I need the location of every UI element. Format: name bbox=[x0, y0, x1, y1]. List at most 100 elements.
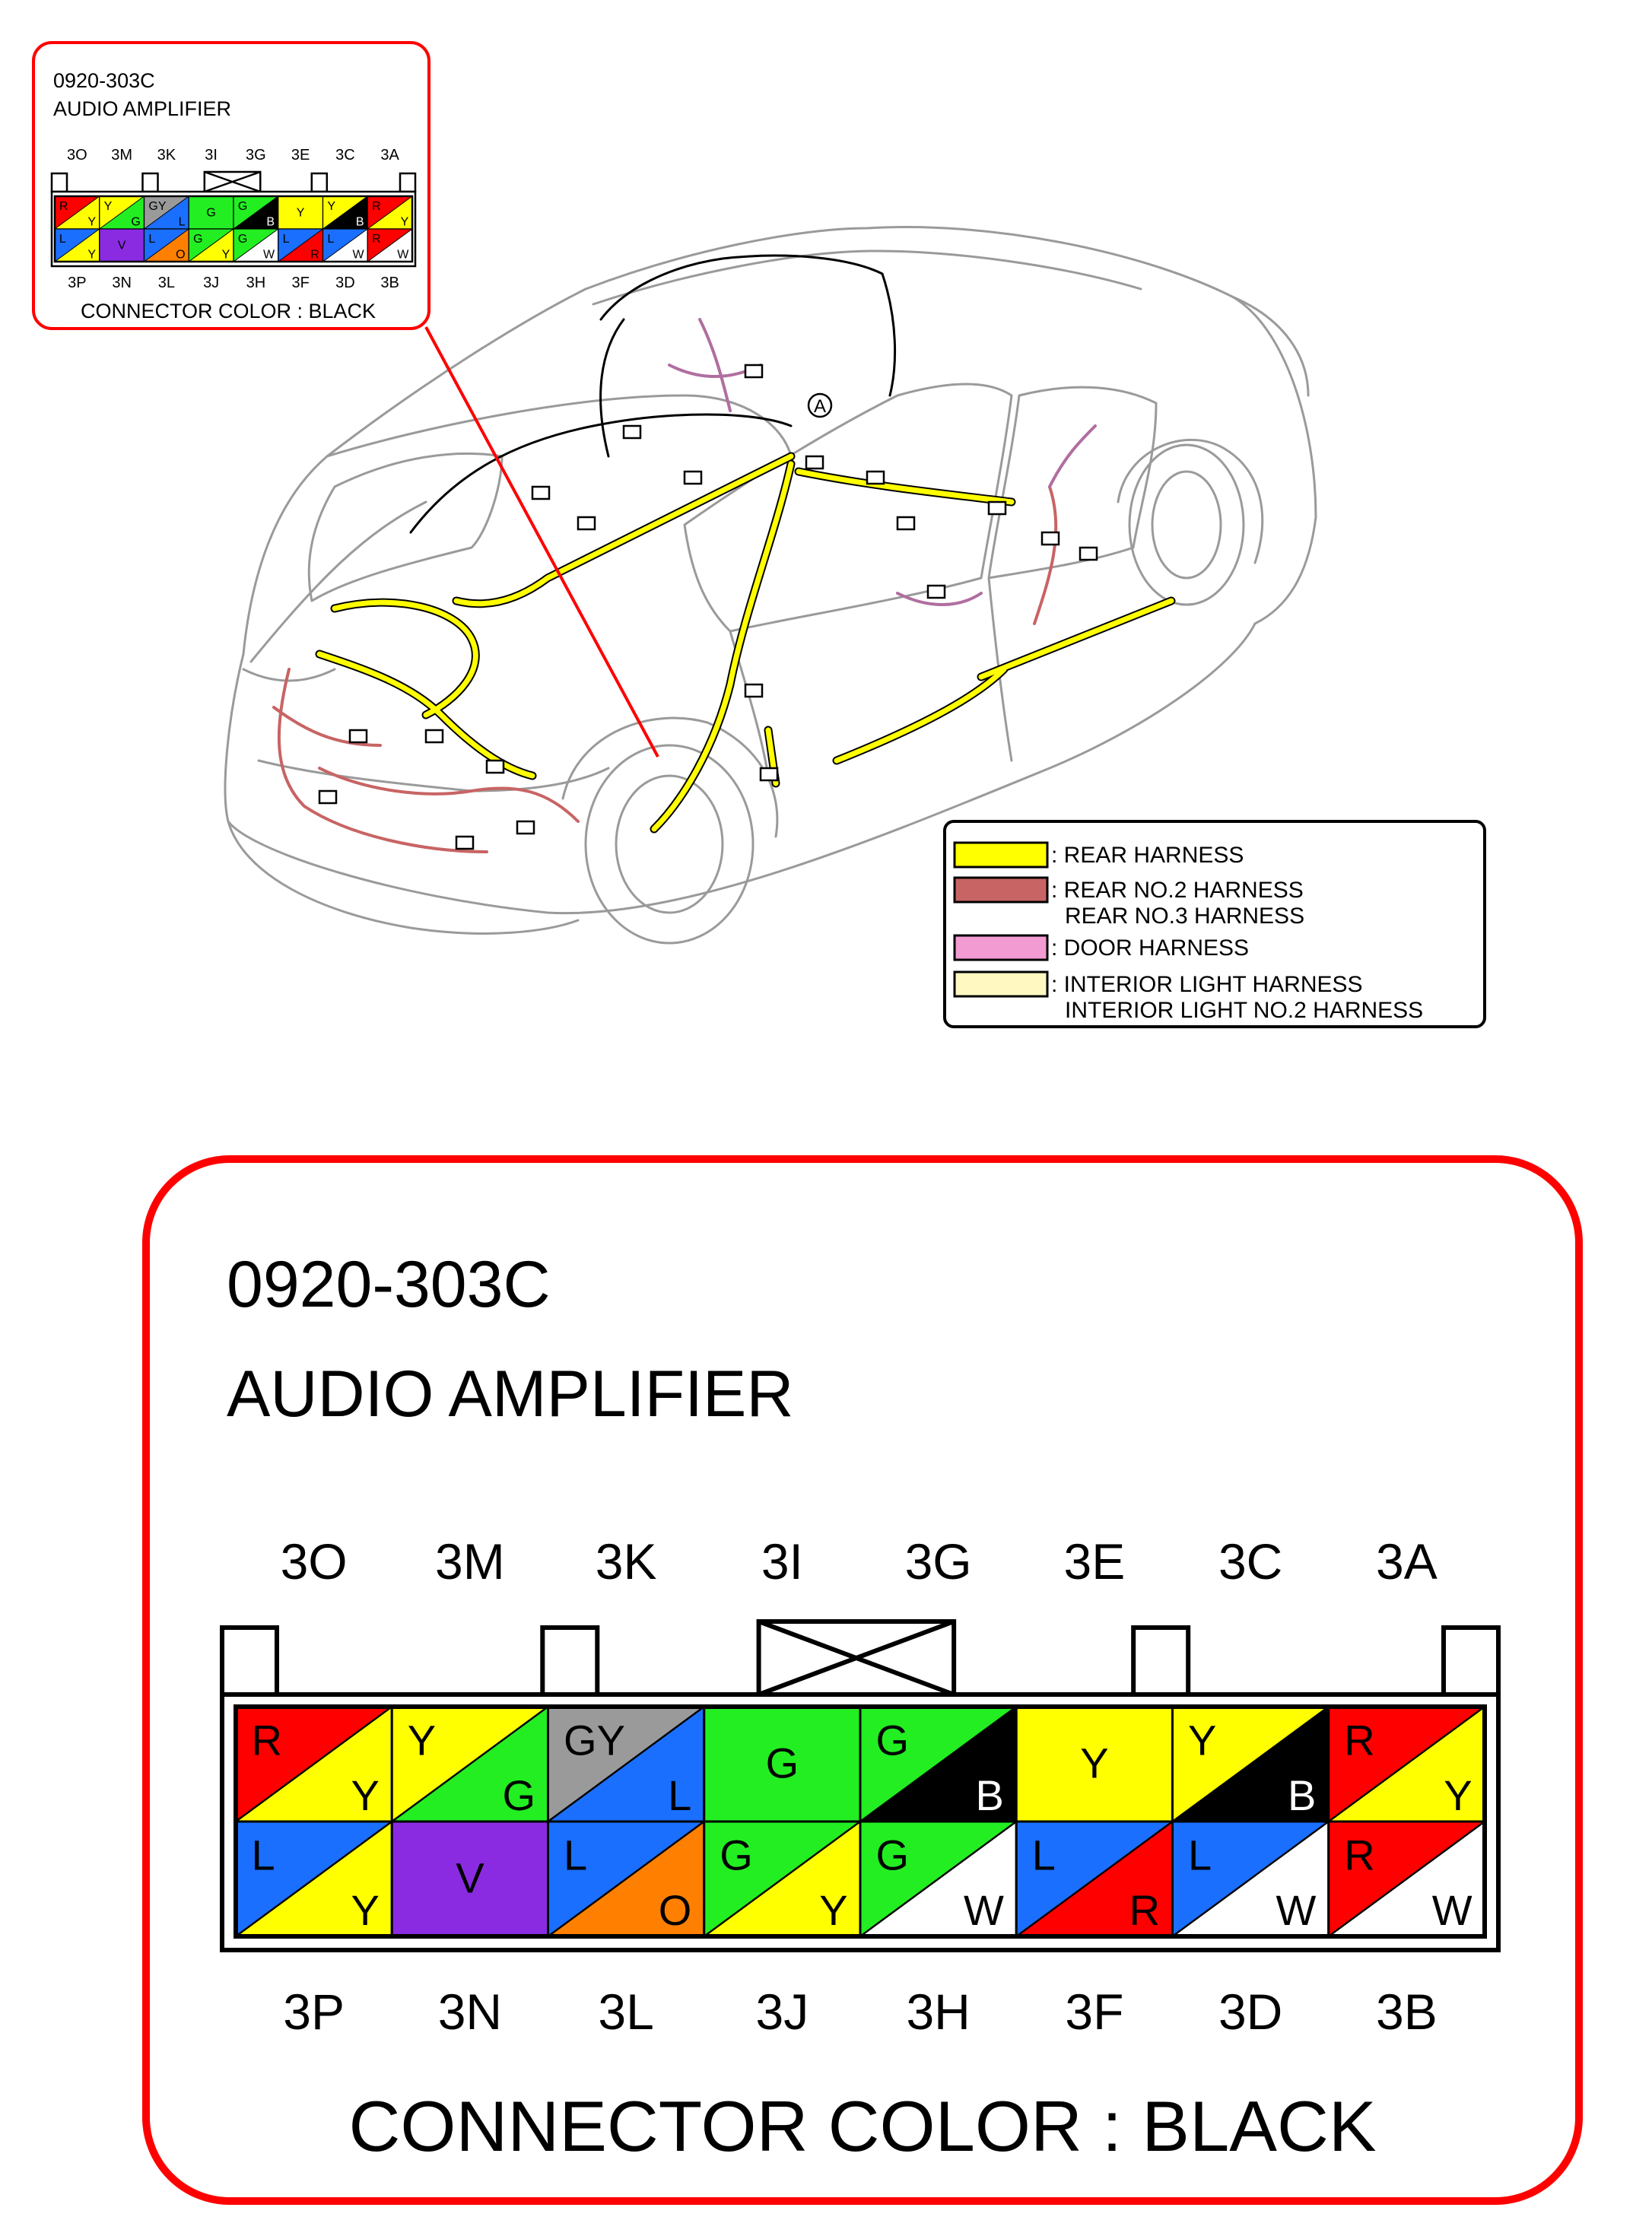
small-card-title: AUDIO AMPLIFIER bbox=[53, 97, 231, 120]
small-pin-3j-stripe-code: Y bbox=[222, 249, 230, 262]
small-pin-3o: RY bbox=[54, 195, 100, 230]
small-pin-3d-primary-code: L bbox=[327, 233, 334, 246]
large-pin-3b-stripe-code: W bbox=[1432, 1886, 1473, 1934]
large-pin-3k-divider bbox=[547, 1706, 705, 1822]
small-pin-3m-primary-code: Y bbox=[104, 200, 113, 213]
large-pin-3l-divider bbox=[547, 1821, 705, 1937]
small-pin-3k-primary-code: GY bbox=[148, 200, 166, 213]
rear-no2-harness-routes bbox=[272, 485, 1058, 853]
large-pin-label-3b: 3B bbox=[1376, 1984, 1438, 2040]
small-pin-label-3c: 3C bbox=[335, 147, 355, 164]
large-pin-3e: Y bbox=[1015, 1705, 1174, 1823]
large-pin-3b-primary-code: R bbox=[1344, 1831, 1374, 1879]
small-pin-3o-divider bbox=[54, 195, 100, 230]
large-pin-label-3c: 3C bbox=[1218, 1533, 1282, 1590]
large-pin-3i-color bbox=[704, 1707, 860, 1822]
large-pin-3c: YB bbox=[1171, 1705, 1330, 1823]
large-housing-tab bbox=[540, 1625, 600, 1697]
small-pin-label-3a: 3A bbox=[380, 147, 399, 164]
small-pin-3l-divider bbox=[144, 228, 189, 262]
small-pin-label-3j: 3J bbox=[203, 275, 219, 291]
large-pin-label-3f: 3F bbox=[1065, 1984, 1123, 2040]
large-pin-3j-stripe-code: Y bbox=[819, 1886, 847, 1934]
large-pin-3f: LR bbox=[1015, 1820, 1174, 1938]
small-pin-3d: LW bbox=[322, 228, 368, 262]
small-pin-label-3g: 3G bbox=[246, 147, 266, 164]
small-housing-tab bbox=[50, 172, 68, 193]
large-pin-3d-stripe-code: W bbox=[1276, 1886, 1316, 1934]
large-pin-label-3i: 3I bbox=[761, 1533, 803, 1590]
small-pin-3g: GB bbox=[233, 195, 279, 230]
callout-leader-line bbox=[424, 326, 659, 758]
legend-swatch bbox=[953, 934, 1049, 961]
interior-light-harness-routes bbox=[409, 254, 897, 534]
callout-marker-label: A bbox=[814, 396, 826, 417]
large-pin-3p-stripe-code: Y bbox=[351, 1886, 379, 1934]
large-pin-3h-stripe-code: W bbox=[964, 1886, 1004, 1934]
large-pin-3f-divider bbox=[1015, 1821, 1174, 1937]
large-pin-3i: G bbox=[703, 1705, 862, 1823]
small-pin-3c: YB bbox=[322, 195, 368, 230]
large-card-color-note: CONNECTOR COLOR : BLACK bbox=[348, 2086, 1376, 2166]
large-pin-3k-stripe-code: L bbox=[668, 1771, 691, 1819]
legend-label: : INTERIOR LIGHT HARNESS bbox=[1051, 972, 1363, 997]
large-pin-label-3k: 3K bbox=[596, 1533, 657, 1590]
small-pin-3b-stripe-code: W bbox=[397, 249, 409, 262]
large-pin-3n-color bbox=[392, 1822, 548, 1936]
large-housing-tab bbox=[220, 1625, 279, 1697]
small-pin-3p-divider bbox=[54, 228, 100, 262]
small-pin-3b: RW bbox=[367, 228, 413, 262]
small-pin-3d-stripe-code: W bbox=[352, 249, 364, 262]
large-pin-3o-stripe-code: Y bbox=[351, 1771, 379, 1819]
large-pin-3h: GW bbox=[859, 1820, 1018, 1938]
legend-label: INTERIOR LIGHT NO.2 HARNESS bbox=[1065, 998, 1423, 1023]
small-pin-3l-stripe-code: O bbox=[176, 249, 185, 262]
large-pin-3b: RW bbox=[1327, 1820, 1486, 1938]
vehicle-outline bbox=[224, 226, 1317, 945]
legend-label: REAR NO.3 HARNESS bbox=[1065, 904, 1304, 929]
large-pin-3h-divider bbox=[859, 1821, 1017, 1937]
large-pin-label-3p: 3P bbox=[283, 1984, 345, 2040]
large-pin-3h-primary-code: G bbox=[876, 1831, 910, 1879]
large-latch-cross bbox=[758, 1619, 955, 1697]
large-pin-3j-divider bbox=[704, 1821, 861, 1937]
large-cavity-grid-border bbox=[234, 1704, 1487, 1939]
large-pin-3o-divider bbox=[235, 1706, 392, 1822]
small-pin-3i-code: G bbox=[206, 207, 215, 220]
large-pin-3l-primary-code: L bbox=[564, 1831, 587, 1879]
large-pin-label-3m: 3M bbox=[435, 1533, 505, 1590]
legend-swatch bbox=[953, 876, 1049, 904]
small-pin-3o-primary-code: R bbox=[59, 200, 68, 213]
large-pin-label-3o: 3O bbox=[281, 1533, 348, 1590]
small-pin-3b-primary-code: R bbox=[372, 233, 381, 246]
small-pin-3a: RY bbox=[367, 195, 413, 230]
small-pin-3g-stripe-code: B bbox=[266, 216, 275, 229]
small-pin-3d-divider bbox=[322, 228, 368, 262]
small-pin-3p-stripe-code: Y bbox=[87, 249, 96, 262]
small-pin-label-3d: 3D bbox=[335, 275, 355, 291]
large-pin-3d: LW bbox=[1171, 1820, 1330, 1938]
small-pin-3n-color bbox=[99, 229, 145, 262]
large-pin-3j-primary-code: G bbox=[720, 1831, 753, 1879]
small-pin-label-3b: 3B bbox=[380, 275, 399, 291]
large-pin-3m-stripe-code: G bbox=[503, 1771, 536, 1819]
small-pin-3l: LO bbox=[143, 228, 189, 262]
large-pin-3l-stripe-code: O bbox=[659, 1886, 692, 1934]
large-pin-3p-divider bbox=[235, 1821, 392, 1937]
small-pin-3a-divider bbox=[367, 195, 413, 230]
small-pin-3e: Y bbox=[278, 195, 324, 230]
large-pin-3b-divider bbox=[1328, 1821, 1485, 1937]
large-pin-3a-stripe-code: Y bbox=[1444, 1771, 1472, 1819]
large-pin-3a-primary-code: R bbox=[1344, 1716, 1374, 1764]
large-card-code: 0920-303C bbox=[227, 1248, 551, 1321]
large-pin-label-3e: 3E bbox=[1064, 1533, 1126, 1590]
small-housing-tab bbox=[399, 172, 417, 193]
large-pin-3n: V bbox=[390, 1820, 549, 1938]
large-pin-3j: GY bbox=[703, 1820, 862, 1938]
large-pin-3e-code: Y bbox=[1080, 1739, 1108, 1787]
large-pin-3m-divider bbox=[391, 1706, 549, 1822]
